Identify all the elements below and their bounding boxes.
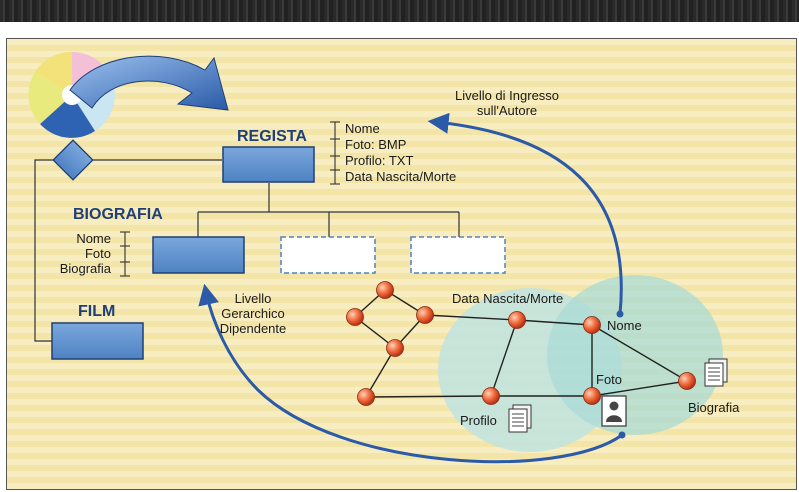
biografia-fields-bracket bbox=[120, 231, 130, 277]
entry-level-label: Livello di Ingresso sull'Autore bbox=[455, 88, 559, 118]
dependent-level-line-1: Livello bbox=[235, 291, 272, 306]
diamond-shape bbox=[52, 139, 94, 181]
network-labels: Data Nascita/Morte Nome Foto Profilo Bio… bbox=[452, 291, 740, 428]
label-profilo: Profilo bbox=[460, 413, 497, 428]
biografia-field-biografia: Biografia bbox=[60, 261, 112, 276]
document-icon-biografia bbox=[704, 358, 728, 387]
top-white-strip bbox=[0, 22, 799, 32]
biografia-fields: Nome Foto Biografia bbox=[60, 231, 112, 276]
top-decorative-bar bbox=[0, 0, 799, 22]
dependent-level-arrow bbox=[198, 283, 623, 464]
regista-fields: Nome Foto: BMP Profilo: TXT Data Nascita… bbox=[345, 121, 456, 184]
entry-level-line-1: Livello di Ingresso bbox=[455, 88, 559, 103]
node-biografia bbox=[678, 372, 696, 390]
node-5 bbox=[357, 388, 375, 406]
hierarchy-lines bbox=[197, 183, 460, 237]
node-4 bbox=[386, 339, 404, 357]
node-foto bbox=[583, 387, 601, 405]
biografia-field-foto: Foto bbox=[85, 246, 111, 261]
placeholder-box-1 bbox=[280, 236, 376, 274]
document-icon-profilo bbox=[508, 404, 532, 433]
regista-title: REGISTA bbox=[237, 128, 307, 145]
regista-fields-bracket bbox=[330, 121, 340, 185]
node-1 bbox=[376, 281, 394, 299]
regista-box[interactable] bbox=[222, 146, 315, 183]
photo-id-icon-foto bbox=[601, 395, 627, 427]
regista-field-nome: Nome bbox=[345, 121, 380, 136]
film-box[interactable] bbox=[51, 322, 144, 360]
network-nodes bbox=[346, 281, 696, 406]
dependent-level-line-2: Gerarchico bbox=[221, 306, 285, 321]
node-nome bbox=[583, 316, 601, 334]
entry-level-arrow bbox=[427, 112, 623, 315]
node-profilo bbox=[482, 387, 500, 405]
label-nome: Nome bbox=[607, 318, 642, 333]
node-3 bbox=[416, 306, 434, 324]
node-data-nascita bbox=[508, 311, 526, 329]
big-curved-arrow bbox=[69, 55, 229, 111]
label-data-nascita: Data Nascita/Morte bbox=[452, 291, 563, 306]
label-biografia: Biografia bbox=[688, 400, 740, 415]
regista-field-profilo: Profilo: TXT bbox=[345, 153, 413, 168]
biografia-box[interactable] bbox=[152, 236, 245, 274]
placeholder-box-2 bbox=[410, 236, 506, 274]
dependent-level-line-3: Dipendente bbox=[220, 321, 287, 336]
regista-field-data: Data Nascita/Morte bbox=[345, 169, 456, 184]
biografia-title: BIOGRAFIA bbox=[73, 206, 163, 223]
biografia-field-nome: Nome bbox=[76, 231, 111, 246]
regista-field-foto: Foto: BMP bbox=[345, 137, 406, 152]
label-foto: Foto bbox=[596, 372, 622, 387]
film-title: FILM bbox=[78, 303, 115, 320]
entry-level-line-2: sull'Autore bbox=[477, 103, 537, 118]
node-2 bbox=[346, 308, 364, 326]
dependent-level-label: Livello Gerarchico Dipendente bbox=[220, 291, 287, 336]
